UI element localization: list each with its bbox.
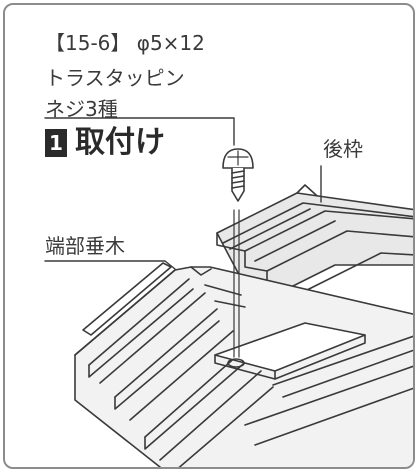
end-rafter-label: 端部垂木 [45,234,125,258]
screw-name-label: トラスタッピン [45,66,185,90]
screw-guide-line [233,209,240,358]
step-title: 取付け [75,125,165,160]
rear-frame-shape [216,184,413,306]
mounting-plate [214,322,413,446]
truss-tapping-screw [222,148,254,202]
assembly-drawing [44,117,413,467]
end-rafter-leader-line [44,260,176,270]
screw-leader-line [44,117,235,146]
step-heading: 1 取付け [45,128,165,158]
rear-frame-label: 後枠 [323,137,363,161]
step-number-badge: 1 [45,129,67,157]
screw-code-label: 【15-6】 φ5×12 [45,31,205,55]
end-rafter-shape [74,262,413,467]
illustration-panel: 【15-6】 φ5×12 トラスタッピン ネジ3種 1 取付け 後枠 端部垂木 [3,3,415,469]
screw-type-label: ネジ3種 [45,97,118,121]
